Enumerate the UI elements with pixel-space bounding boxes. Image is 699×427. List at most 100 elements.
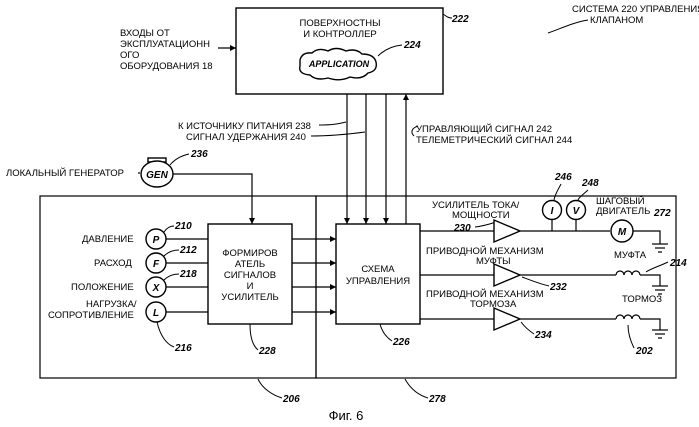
power-leader-1 [319,122,346,125]
generator-label: ЛОКАЛЬНЫЙ ГЕНЕРАТОР [6,167,124,179]
signal-conditioner-line3: СИГНАЛОВ [224,270,276,281]
sensor-flow-leader [164,250,179,256]
amp2-ref-leader [522,277,549,286]
control-circuit-line2: УПРАВЛЕНИЯ [346,276,410,287]
clutch-label: МУФТА [614,250,647,261]
system-label-leader [548,20,588,33]
control-circuit-line1: СХЕМА [361,264,395,275]
clutch-ground-wire [640,275,660,286]
brake-label: ТОРМОЗ [622,294,662,305]
link-sc-cc-arrow-1 [330,236,336,242]
inputs-arrowhead [230,45,236,51]
amp3-ref: 234 [534,330,552,341]
power-leader-2 [311,132,365,136]
sensor-pressure-symbol: P [153,235,160,246]
sensor-pressure-leader [164,226,174,232]
signal-conditioner-line2: АТЕЛЬ [235,259,265,270]
enclosure-206-ref: 206 [282,394,300,405]
clutch-ref-leader [646,262,668,272]
generator-ref: 236 [190,149,208,160]
amp3-triangle [494,308,520,330]
sensor-position-leader [164,274,179,280]
bus-arrow-2 [363,218,369,224]
generator-ref-leader [170,154,189,165]
brake-coil [616,315,640,319]
signal-conditioner-leader [250,324,258,350]
signal-conditioner-ref: 228 [258,346,276,357]
controller-title-line2: И КОНТРОЛЛЕР [303,29,377,40]
application-ref: 224 [403,40,421,51]
clutch-coil [616,271,640,275]
controller-ref: 222 [451,14,469,25]
sensor-flow-symbol: F [153,259,160,270]
signal-conditioner-line1: ФОРМИРОВ [222,248,277,259]
meter-current-leader [554,184,561,200]
meter-current-ref: 246 [554,172,572,183]
generator-wire [173,174,252,224]
control-label-line2: ТЕЛЕМЕТРИЧЕСКИЙ СИГНАЛ 244 [416,134,572,146]
signal-conditioner-line5: УСИЛИТЕЛЬ [221,292,278,303]
clutch-ref: 214 [669,258,687,269]
sensor-position-label: ПОЛОЖЕНИЕ [71,282,134,293]
link-sc-cc-arrow-4 [330,309,336,315]
sensor-load-label-line1: НАГРУЗКА/ [86,299,137,310]
signal-conditioner-line4: И [247,281,254,292]
sensor-position-ref: 218 [179,269,197,280]
link-sc-cc-arrow-2 [330,260,336,266]
sensor-pressure-label: ДАВЛЕНИЕ [82,234,134,245]
sensor-flow-label: РАСХОД [94,258,132,269]
sensor-pressure-ref: 210 [174,221,192,232]
sensor-load-ref: 216 [174,343,192,354]
sensor-load-symbol: L [153,308,159,319]
system-label-line2: КЛАПАНОМ [590,15,643,26]
application-label: APPLICATION [308,59,370,69]
bus-arrow-3 [383,218,389,224]
amp1-ref: 230 [453,223,471,234]
motor-ground-wire [633,231,660,244]
motor-label-line2: ДВИГАТЕЛЬ [596,206,650,217]
controller-ref-leader [443,14,452,18]
inputs-label-line2: ЭКСПЛУАТАЦИОНН [120,39,210,50]
figure-caption: Фиг. 6 [329,408,364,423]
control-circuit-leader [380,324,392,341]
amp3-ref-leader [521,322,534,334]
enclosure-206-leader [258,379,282,398]
stepper-motor-symbol: M [618,227,627,238]
controller-title-line1: ПОВЕРХНОСТНЫ [299,18,380,29]
meter-current-symbol: I [551,206,554,217]
inputs-label-line3: ОГО [120,50,139,61]
bus-arrow-4 [403,94,409,100]
sensor-flow-ref: 212 [179,245,197,256]
sensor-load-leader [157,322,174,347]
amp1-triangle [494,220,520,242]
meter-voltage-ref: 248 [581,178,599,189]
sensor-position-symbol: X [152,283,161,294]
generator-symbol: GEN [146,170,168,181]
amp2-triangle [494,264,520,286]
brake-ref-leader [628,325,634,348]
power-label-line2: СИГНАЛ УДЕРЖАНИЯ 240 [186,132,306,143]
system-label-line1: СИСТЕМА 220 УПРАВЛЕНИЯ [572,4,699,15]
meter-voltage-leader [578,190,588,200]
sensor-position: ПОЛОЖЕНИЕ X 218 [71,269,208,297]
inputs-label-line4: ОБОРУДОВАНИЯ 18 [120,61,213,72]
amp2-label-line2: МУФТЫ [476,256,511,267]
brake-ground-wire [640,319,660,330]
enclosure-278-leader [405,379,428,398]
brake-ref: 202 [635,346,653,357]
enclosure-278-ref: 278 [428,394,446,405]
sensor-load-label-line2: СОПРОТИВЛЕНИЕ [48,310,134,321]
control-circuit-ref: 226 [392,337,410,348]
motor-ref: 272 [653,208,671,219]
inputs-label-line1: ВХОДЫ ОТ [120,28,170,39]
amp2-ref: 232 [549,282,567,293]
sensor-load: НАГРУЗКА/ СОПРОТИВЛЕНИЕ L 216 [48,299,208,354]
power-label-line1: К ИСТОЧНИКУ ПИТАНИЯ 238 [178,121,311,132]
link-sc-cc-arrow-3 [330,284,336,290]
control-label-line1: УПРАВЛЯЮЩИЙ СИГНАЛ 242 [416,123,552,135]
amp1-label-line2: МОЩНОСТИ [452,210,510,221]
amp1-ref-leader [475,222,496,227]
generator-arrowhead [249,218,255,224]
bus-arrow-1 [344,218,350,224]
